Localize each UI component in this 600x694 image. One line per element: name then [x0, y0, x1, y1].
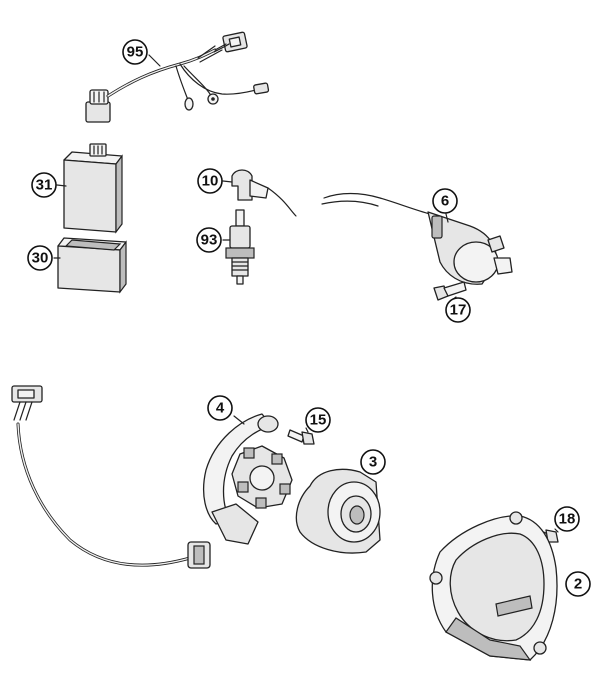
- callout-3-label: 3: [369, 454, 377, 471]
- callout-6: 6: [432, 188, 458, 214]
- callout-93: 93: [196, 227, 222, 253]
- callout-2: 2: [565, 571, 591, 597]
- callout-10: 10: [197, 168, 223, 194]
- ignition-cover: [429, 511, 558, 661]
- callout-15-label: 15: [310, 412, 327, 429]
- callout-17: 17: [445, 297, 471, 323]
- rotor-flywheel: [295, 468, 381, 554]
- stator-bolt: [287, 429, 315, 445]
- callout-30-label: 30: [32, 250, 49, 267]
- callout-95-label: 95: [127, 44, 144, 61]
- leader-lines: [53, 54, 559, 533]
- coil-bolt: [433, 281, 467, 301]
- callout-93-label: 93: [201, 232, 218, 249]
- callout-3: 3: [360, 449, 386, 475]
- cdi-rubber-holder: [57, 237, 127, 294]
- spark-plug: [225, 209, 255, 285]
- callout-15: 15: [305, 407, 331, 433]
- callout-4-label: 4: [216, 400, 225, 417]
- callout-6-label: 6: [441, 193, 449, 210]
- cdi-unit: [63, 143, 123, 234]
- callout-18: 18: [554, 506, 580, 532]
- callout-31-label: 31: [36, 177, 53, 194]
- wiring-harness: [85, 31, 270, 123]
- callout-10-label: 10: [202, 173, 219, 190]
- callout-17-label: 17: [450, 302, 467, 319]
- callout-31: 31: [31, 172, 57, 198]
- callout-2-label: 2: [574, 576, 582, 593]
- callout-18-label: 18: [559, 511, 576, 528]
- callout-4: 4: [207, 395, 233, 421]
- spark-plug-cap: [231, 169, 297, 217]
- callout-95: 95: [122, 39, 148, 65]
- stator: [11, 385, 293, 569]
- ignition-coil: [321, 192, 513, 285]
- callout-30: 30: [27, 245, 53, 271]
